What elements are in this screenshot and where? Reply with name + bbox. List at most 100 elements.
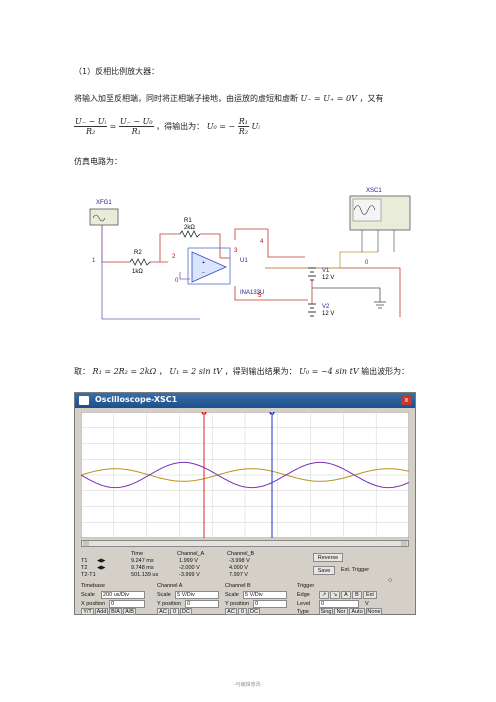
sine-icon — [92, 214, 106, 222]
edge-rising-icon[interactable]: ↗ — [319, 591, 329, 599]
node-3: 3 — [234, 248, 238, 254]
eq3-lhs: U₀ = − — [206, 122, 236, 131]
trigger-a-button[interactable]: A — [341, 591, 351, 599]
scope-title: Oscilloscope-XSC1 — [95, 395, 178, 404]
frac-right-den: R₁ — [131, 127, 141, 136]
eq3-tail: Uᵢ — [251, 122, 260, 131]
chb-ypos-field[interactable]: 0 — [253, 600, 287, 608]
section-heading: （1）反相比例放大器： — [74, 67, 160, 76]
readout-row-label: T2-T1 — [81, 572, 96, 578]
readout-time: 501.139 us — [131, 572, 159, 578]
scroll-left-arrow-icon[interactable] — [83, 541, 89, 546]
timebase-scale-field[interactable]: 200 us/Div — [101, 591, 145, 599]
chb-ypos-label: Y position — [225, 601, 250, 607]
scope-display[interactable]: 1 2 — [81, 412, 409, 538]
yt-button[interactable]: Y/T — [81, 608, 94, 615]
scope-grid — [81, 412, 409, 538]
close-button[interactable]: x — [401, 395, 412, 405]
param-prefix: 取： — [74, 367, 90, 376]
node-0a: 0 — [175, 278, 179, 284]
chb-scale-field[interactable]: 5 V/Div — [243, 591, 287, 599]
channel-a-title: Channel A — [157, 583, 183, 589]
ground-icon — [374, 301, 386, 309]
paragraph-virtual-short: 将输入加至反相端，同时将正相端子接地，由运放的虚短和虚断 U₋ = U₊ = 0… — [74, 94, 383, 104]
frac-left-den: R₂ — [85, 127, 96, 136]
type-none-button[interactable]: None — [366, 608, 382, 615]
oscilloscope-window: Oscilloscope-XSC1 x 1 2 Time Channel_A C… — [74, 392, 416, 615]
ab-button[interactable]: A/B — [123, 608, 136, 615]
type-auto-button[interactable]: Auto — [349, 608, 365, 615]
sim-label: 仿真电路为： — [74, 157, 122, 166]
battery-v2-icon — [308, 303, 316, 317]
cha-scale-field[interactable]: 5 V/Div — [175, 591, 219, 599]
readout-time: 9.748 ms — [131, 565, 154, 571]
readout-channel-b: -3.998 V — [229, 558, 250, 564]
cursor-t2-label: 2 — [271, 412, 274, 418]
xpos-label: X position — [81, 601, 106, 607]
chb-zero-button[interactable]: 0 — [238, 608, 247, 615]
save-button[interactable]: Save — [313, 566, 335, 575]
type-label: Type — [297, 609, 309, 615]
cha-scale-label: Scale — [157, 592, 171, 598]
node-2: 2 — [172, 254, 176, 260]
equation-current: U₋ − Uᵢ R₂ = U₋ − U₀ R₁ ，得输出为： U₀ = − R₁… — [74, 117, 260, 136]
frac-left-num: U₋ − Uᵢ — [74, 117, 108, 127]
para1-tail: ，又有 — [359, 94, 384, 103]
ba-button[interactable]: B/A — [109, 608, 122, 615]
readout-channel-a: 1.999 V — [179, 558, 198, 564]
param-tail-text: 输出波形为： — [361, 367, 410, 376]
param-input-eq: U₁ = 2 sin tV — [169, 367, 223, 376]
xpos-field[interactable]: 0 — [109, 600, 145, 608]
fraction-gain: R₁ R₂ — [237, 117, 249, 136]
edge-falling-icon[interactable]: ↘ — [330, 591, 340, 599]
function-generator-icon — [89, 208, 119, 226]
readout-row-label: T2 — [81, 565, 88, 571]
reverse-button[interactable]: Reverse — [313, 553, 343, 562]
type-normal-button[interactable]: Nor — [334, 608, 348, 615]
scope-scrollbar[interactable] — [81, 540, 409, 547]
chb-scale-label: Scale — [225, 592, 239, 598]
scope-titlebar[interactable]: Oscilloscope-XSC1 x — [75, 393, 415, 408]
cursor-t1-handle-icon[interactable] — [201, 412, 207, 417]
cursor-step-arrows-icon[interactable]: ◀▶ — [97, 565, 106, 571]
level-field[interactable]: 0 — [319, 600, 359, 608]
value-r1: 2kΩ — [184, 225, 195, 231]
trigger-title: Trigger — [297, 583, 315, 589]
fraction-right: U₋ − U₀ R₁ — [118, 117, 154, 136]
trigger-ext-button[interactable]: Ext — [363, 591, 377, 599]
cha-ac-button[interactable]: AC — [157, 608, 169, 615]
chb-dc-button[interactable]: DC — [248, 608, 260, 615]
cha-dc-button[interactable]: DC — [180, 608, 192, 615]
chb-ac-button[interactable]: AC — [225, 608, 237, 615]
opamp-plus: + — [202, 260, 205, 266]
battery-v1-icon — [308, 267, 316, 281]
ground-wires — [101, 225, 200, 320]
readout-channel-a: -3.999 V — [179, 572, 200, 578]
readout-time: 9.247 ms — [131, 558, 154, 564]
parameter-line: 取： R₁ = 2R₂ = 2kΩ ， U₁ = 2 sin tV ，得到输出结… — [74, 367, 409, 377]
scroll-right-arrow-icon[interactable] — [401, 541, 407, 546]
opamp-box — [187, 247, 231, 285]
cursor-t2-handle-icon[interactable] — [269, 412, 275, 417]
frac-gain-num: R₁ — [237, 117, 249, 127]
resistor-r2-icon — [129, 258, 151, 266]
opamp-triangle-icon — [191, 251, 227, 283]
value-v2: 12 V — [322, 311, 334, 317]
cha-zero-button[interactable]: 0 — [170, 608, 179, 615]
param-output-eq: U₀ = −4 sin tV — [299, 367, 359, 376]
add-button[interactable]: Add — [95, 608, 108, 615]
param-mid-text: ，得到输出结果为： — [224, 367, 297, 376]
node-5: 5 — [258, 293, 262, 299]
cursor-step-arrows-icon[interactable]: ◀▶ — [97, 558, 106, 564]
ext-trigger-radio-icon[interactable]: ○ — [388, 577, 393, 584]
header-channel-b: Channel_B — [227, 551, 255, 557]
param-separator: ， — [158, 367, 167, 376]
node-1: 1 — [92, 258, 96, 264]
label-xsc1: XSC1 — [366, 188, 382, 194]
trigger-b-button[interactable]: B — [352, 591, 362, 599]
cha-ypos-field[interactable]: 0 — [185, 600, 219, 608]
signal-wires — [101, 225, 401, 317]
type-single-button[interactable]: Sing — [319, 608, 333, 615]
para1-text: 将输入加至反相端，同时将正相端子接地，由运放的虚短和虚断 — [74, 94, 298, 103]
cursor-t1-label: 1 — [203, 412, 206, 418]
